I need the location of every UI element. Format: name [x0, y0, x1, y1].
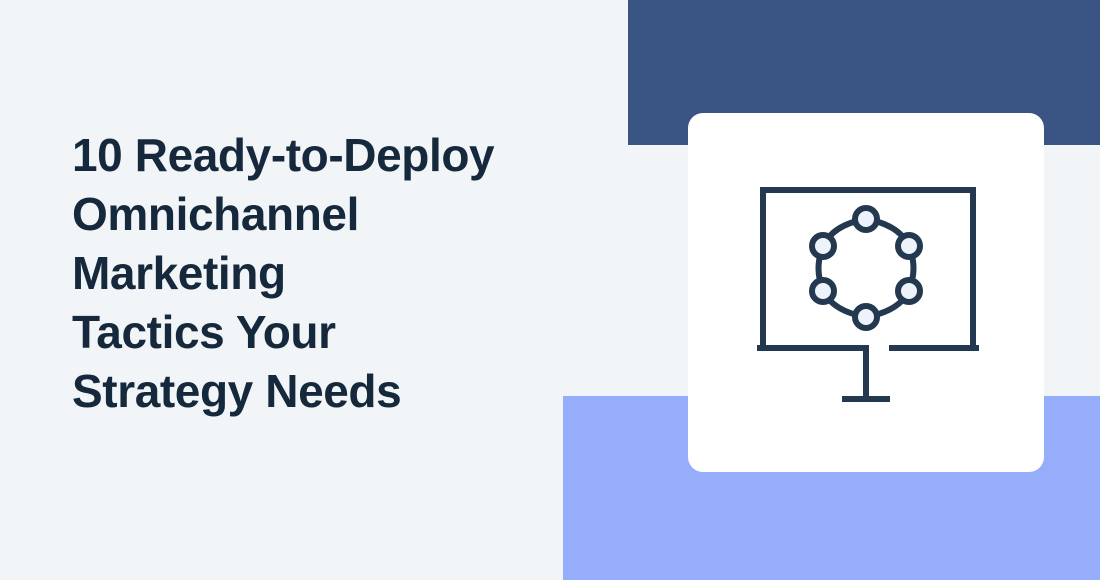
monitor-network-ring-icon	[757, 187, 979, 402]
network-node	[852, 303, 880, 331]
network-ring	[815, 215, 917, 321]
network-nodes	[809, 205, 923, 331]
page-title: 10 Ready-to-Deploy Omnichannel Marketing…	[72, 129, 495, 417]
network-node	[852, 205, 880, 233]
network-node	[895, 232, 923, 260]
network-node	[895, 277, 923, 305]
network-node	[809, 232, 837, 260]
network-node	[809, 277, 837, 305]
icon-card	[688, 113, 1044, 472]
